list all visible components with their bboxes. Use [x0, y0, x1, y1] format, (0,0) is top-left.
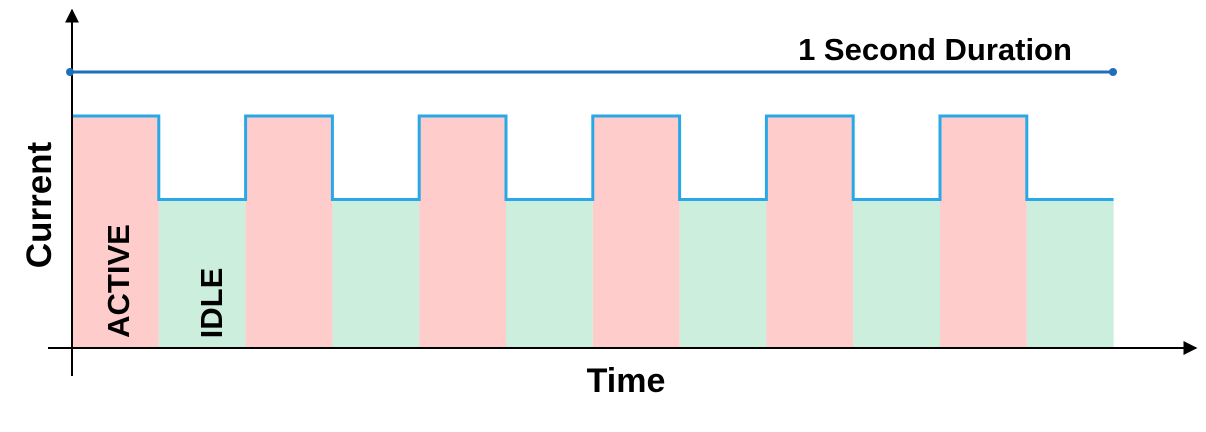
active-segment [419, 116, 506, 348]
idle-segment [506, 199, 593, 348]
duration-line-end-dot [1109, 68, 1117, 76]
active-segment [72, 116, 159, 348]
duration-label: 1 Second Duration [798, 32, 1072, 67]
duration-line-start-dot [66, 68, 74, 76]
active-segment [940, 116, 1027, 348]
idle-segment [679, 199, 767, 348]
idle-segment [1026, 199, 1114, 348]
idle-segment [158, 199, 246, 348]
active-segment [592, 116, 680, 348]
idle-label: IDLE [194, 268, 229, 339]
current-waveform [72, 114, 1114, 202]
y-axis-label: Current [20, 141, 59, 268]
phase-segments [72, 116, 1114, 348]
active-label: ACTIVE [101, 224, 136, 338]
idle-segment [332, 199, 420, 348]
active-segment [766, 116, 854, 348]
idle-segment [853, 199, 940, 348]
active-segment [245, 116, 333, 348]
x-axis-label: Time [587, 362, 666, 400]
